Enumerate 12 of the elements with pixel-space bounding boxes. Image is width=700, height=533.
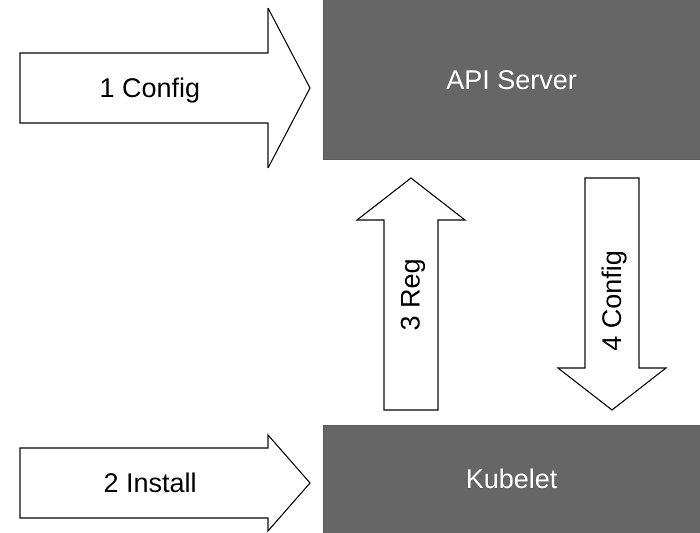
block-arrow: [355, 177, 467, 411]
node-label: API Server: [446, 64, 577, 96]
process-box: [323, 425, 700, 533]
block-arrow: [556, 177, 668, 411]
node-label: Kubelet: [466, 464, 558, 494]
edge-label: 2 Install: [104, 470, 197, 496]
edge-label: 1 Config: [100, 74, 200, 102]
edge-label: 4 Config: [598, 250, 626, 350]
block-arrow: [19, 433, 311, 533]
edge-label: 3 Reg: [398, 258, 425, 330]
block-arrow: [19, 7, 311, 169]
process-box: [323, 0, 700, 160]
